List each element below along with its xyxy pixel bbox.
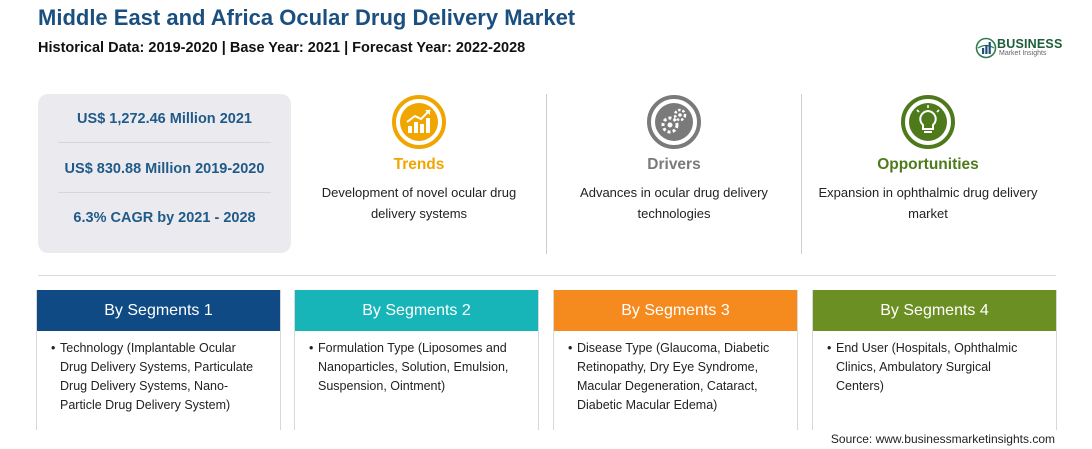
gears-icon [647, 95, 701, 149]
segment-header: By Segments 4 [813, 290, 1056, 331]
segment-card-4: By Segments 4 • End User (Hospitals, Opht… [812, 290, 1057, 430]
feature-trends-title: Trends [393, 156, 445, 173]
feature-drivers: Drivers Advances in ocular drug delivery… [544, 94, 804, 224]
feature-opportunities-text: Expansion in ophthalmic drug delivery ma… [818, 185, 1038, 221]
feature-drivers-title: Drivers [647, 156, 701, 173]
stat-divider [58, 142, 271, 143]
segment-card-2: By Segments 2 • Formulation Type (Liposom… [294, 290, 539, 430]
segment-card-1: By Segments 1 • Technology (Implantable O… [36, 290, 281, 430]
feature-trends: Trends Development of novel ocular drug … [289, 94, 549, 224]
stat-divider [58, 192, 271, 193]
segment-header: By Segments 1 [37, 290, 280, 331]
brand-logo[interactable]: BUSINESS Market Insights [975, 35, 1065, 61]
lightbulb-icon [901, 95, 955, 149]
segment-header: By Segments 3 [554, 290, 797, 331]
segment-bullet-text: Technology (Implantable Ocular Drug Deli… [60, 341, 254, 412]
feature-opportunities-title: Opportunities [877, 156, 979, 173]
page-title: Middle East and Africa Ocular Drug Deliv… [38, 5, 576, 30]
bullet-dot: • [51, 341, 56, 355]
segment-bullet-text: Disease Type (Glaucoma, Diabetic Retinop… [577, 341, 770, 412]
feature-divider [801, 94, 802, 254]
feature-trends-text: Development of novel ocular drug deliver… [321, 185, 517, 221]
stat-market-value-2021: US$ 1,272.46 Million 2021 [77, 111, 252, 127]
stat-cagr: 6.3% CAGR by 2021 - 2028 [73, 210, 256, 226]
bullet-dot: • [309, 341, 314, 355]
page-subtitle: Historical Data: 2019-2020 | Base Year: … [38, 40, 526, 56]
segment-card-3: By Segments 3 • Disease Type (Glaucoma, D… [553, 290, 798, 430]
logo-tagline: Market Insights [999, 50, 1047, 57]
segment-bullet-text: End User (Hospitals, Ophthalmic Clinics,… [836, 341, 1018, 393]
trending-chart-icon [392, 95, 446, 149]
bullet-dot: • [568, 341, 573, 355]
key-stats-panel: US$ 1,272.46 Million 2021 US$ 830.88 Mil… [38, 94, 291, 253]
segment-bullet-text: Formulation Type (Liposomes and Nanopart… [318, 341, 509, 393]
globe-bars-logo-icon [975, 37, 997, 59]
stat-market-value-historical: US$ 830.88 Million 2019-2020 [64, 161, 265, 177]
source-credit: Source: www.businessmarketinsights.com [830, 432, 1055, 446]
segment-header: By Segments 2 [295, 290, 538, 331]
feature-divider [546, 94, 547, 254]
bullet-dot: • [827, 341, 832, 355]
feature-opportunities: Opportunities Expansion in ophthalmic dr… [798, 94, 1058, 224]
logo-wordmark: BUSINESS [997, 37, 1063, 51]
section-divider [38, 275, 1056, 276]
feature-drivers-text: Advances in ocular drug delivery technol… [580, 185, 768, 221]
